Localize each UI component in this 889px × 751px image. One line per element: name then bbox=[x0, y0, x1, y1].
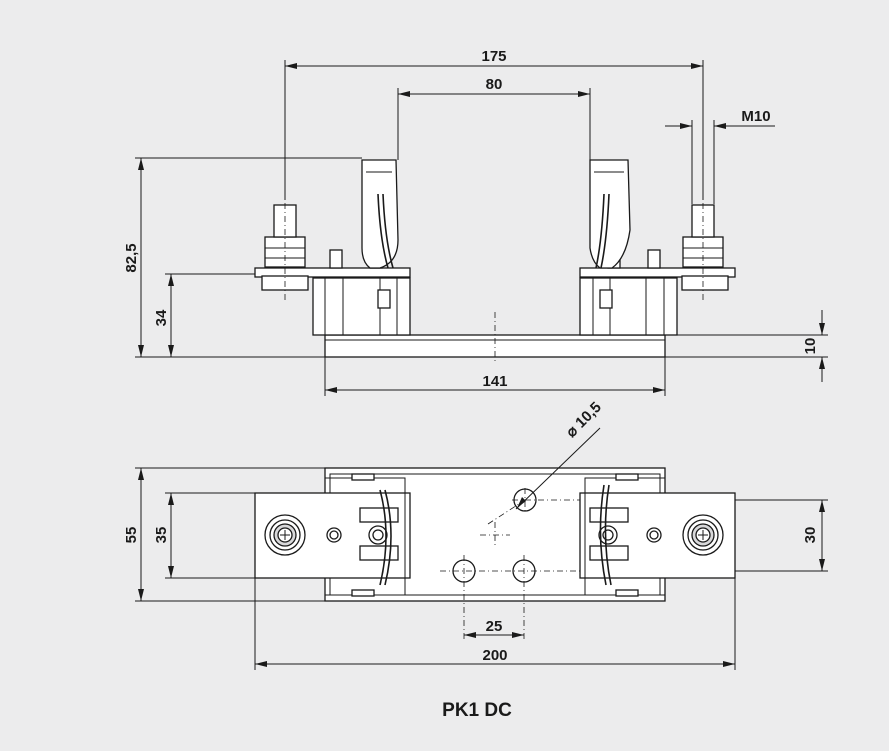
left-clip-top bbox=[359, 489, 399, 586]
dim-55: 55 bbox=[123, 527, 140, 544]
dim-82-5: 82,5 bbox=[123, 243, 140, 272]
side-dimensions: 175 80 M10 82,5 34 10 bbox=[123, 48, 828, 396]
dim-200: 200 bbox=[482, 647, 507, 664]
right-insulator bbox=[579, 277, 678, 336]
dim-141: 141 bbox=[482, 373, 507, 390]
dim-34: 34 bbox=[153, 309, 170, 326]
right-terminal bbox=[579, 190, 736, 300]
dim-35: 35 bbox=[153, 527, 170, 544]
right-bolt-top bbox=[646, 514, 724, 556]
left-contact bbox=[361, 159, 399, 269]
right-contact bbox=[589, 159, 631, 269]
top-view bbox=[254, 467, 736, 640]
dim-25: 25 bbox=[486, 618, 503, 635]
side-view bbox=[254, 159, 736, 362]
left-bolt-top bbox=[264, 514, 342, 556]
dim-30: 30 bbox=[802, 527, 819, 544]
dim-m10: M10 bbox=[741, 108, 770, 125]
drawing-caption: PK1 DC bbox=[442, 700, 512, 721]
left-insulator bbox=[312, 277, 411, 336]
dim-10: 10 bbox=[802, 338, 819, 355]
right-clip-top bbox=[589, 484, 629, 586]
dim-80: 80 bbox=[486, 76, 503, 93]
dim-175: 175 bbox=[481, 48, 506, 65]
dim-hole-diameter: ⌀ 10,5 bbox=[563, 399, 605, 441]
